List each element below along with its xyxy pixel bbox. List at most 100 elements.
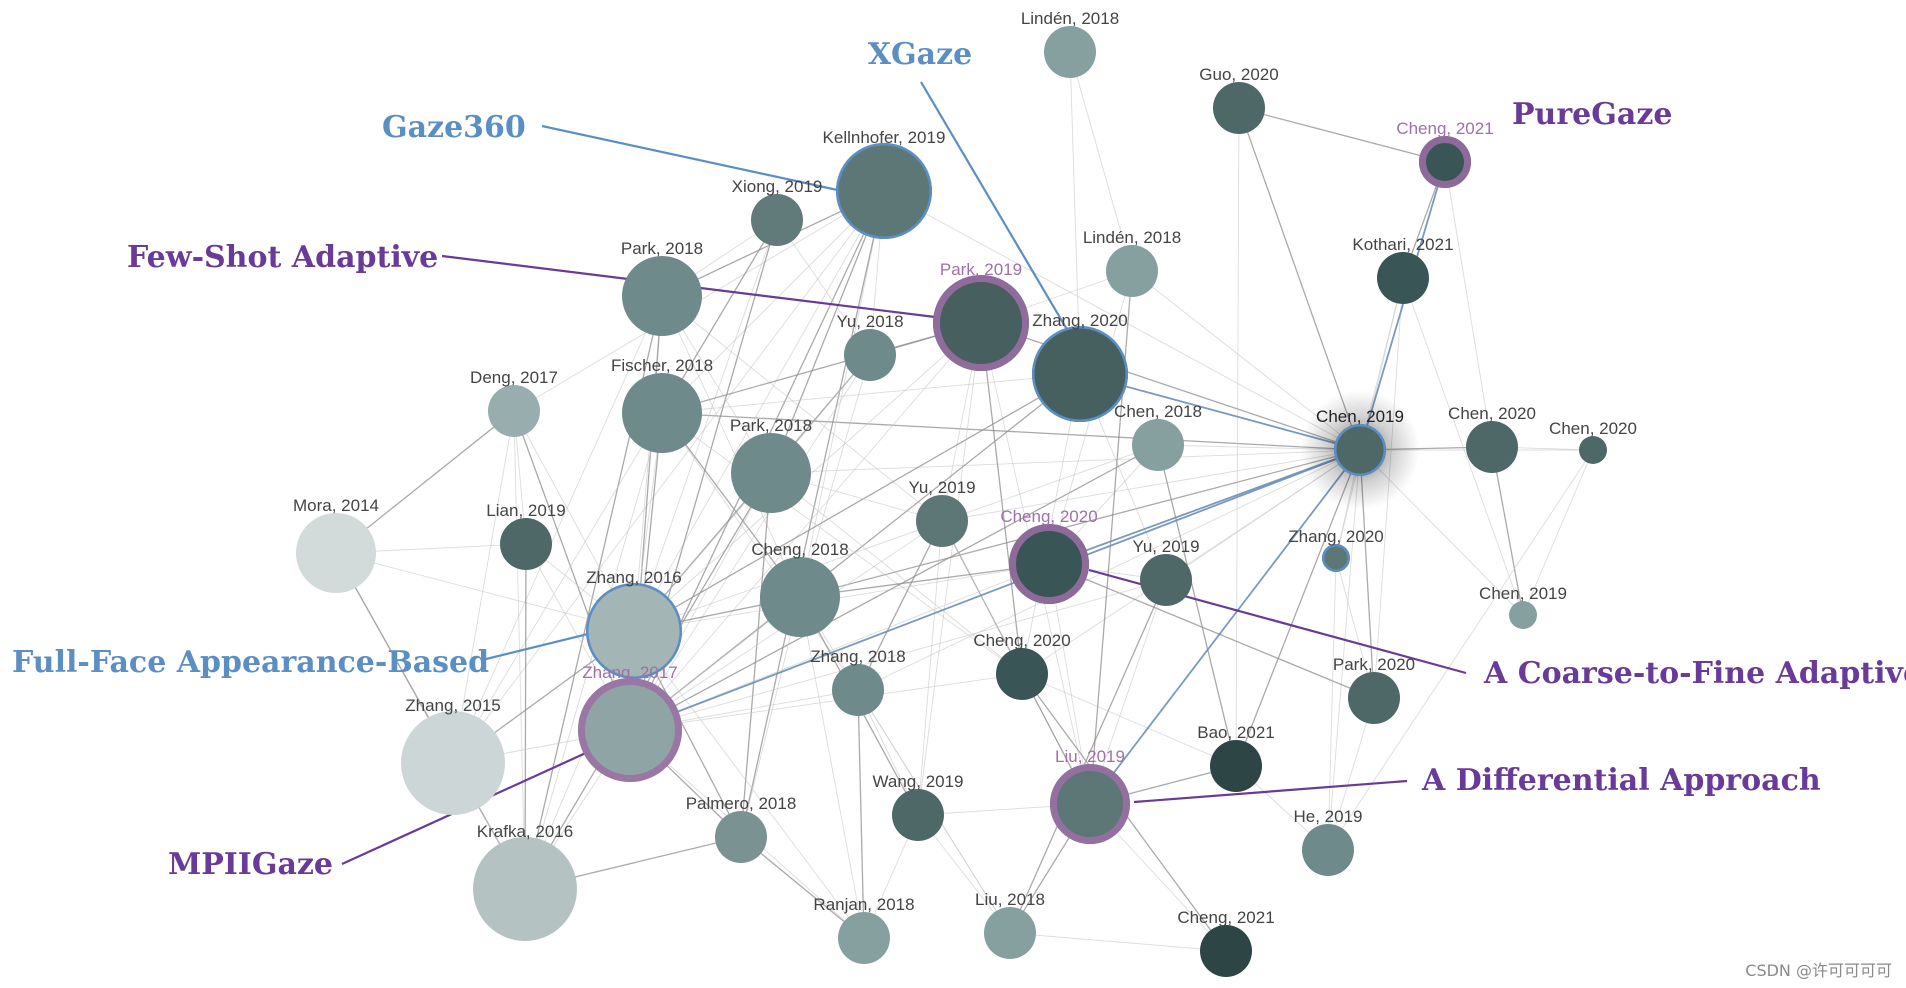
node-zhang2017[interactable] [578,678,682,782]
edge-line [524,472,772,890]
node-cheng2018[interactable] [760,557,840,637]
node-circle[interactable] [1348,672,1400,724]
edge-line [1021,373,1081,675]
node-palmero2018[interactable] [715,811,767,863]
node-cheng2021a[interactable] [1419,136,1471,188]
node-circle[interactable] [838,912,890,964]
node-cheng2020b[interactable] [996,648,1048,700]
node-fischer2018[interactable] [622,373,702,453]
edge-line [799,596,865,939]
node-linden2018b[interactable] [1106,245,1158,297]
node-cheng2021b[interactable] [1200,925,1252,977]
node-circle[interactable] [401,711,505,815]
edge-line [941,449,1361,522]
node-ring [1050,764,1130,844]
node-zhang2015[interactable] [401,711,505,815]
callout-label-xgaze: XGaze [868,37,972,72]
callout-label-mpiigaze: MPIIGaze [168,847,333,882]
edge-line [740,596,801,838]
node-circle[interactable] [1050,764,1130,844]
node-yu2018[interactable] [844,329,896,381]
node-lian2019[interactable] [500,518,552,570]
node-circle[interactable] [1509,601,1537,629]
node-circle[interactable] [760,557,840,637]
node-deng2017[interactable] [488,385,540,437]
node-circle[interactable] [1322,544,1350,572]
node-guo2020[interactable] [1213,82,1265,134]
node-circle[interactable] [751,194,803,246]
edge-line [661,295,801,598]
node-circle[interactable] [1579,436,1607,464]
node-circle[interactable] [836,143,932,239]
callout-label-differential: A Differential Approach [1421,763,1821,798]
node-circle[interactable] [1132,419,1184,471]
node-circle[interactable] [1466,421,1518,473]
node-circle[interactable] [984,907,1036,959]
node-circle[interactable] [1210,740,1262,792]
node-circle[interactable] [622,256,702,336]
node-park2019[interactable] [933,275,1029,371]
node-zhang2020a[interactable] [1032,326,1128,422]
node-park2020[interactable] [1348,672,1400,724]
node-chen2020a[interactable] [1466,421,1518,473]
node-chen2019b[interactable] [1509,601,1537,629]
node-cheng2020a[interactable] [1009,524,1089,604]
node-label: Park, 2018 [730,416,812,435]
node-circle[interactable] [622,373,702,453]
node-ranjan2018[interactable] [838,912,890,964]
node-circle[interactable] [1419,136,1471,188]
node-park2018b[interactable] [731,433,811,513]
node-krafka2016[interactable] [473,837,577,941]
node-circle[interactable] [892,789,944,841]
node-circle[interactable] [916,495,968,547]
edge-line [633,563,1050,632]
node-circle[interactable] [1106,245,1158,297]
node-kellnhofer2019[interactable] [836,143,932,239]
node-circle[interactable] [996,648,1048,700]
node-circle[interactable] [844,329,896,381]
edge-line [629,579,1167,731]
node-circle[interactable] [1302,824,1354,876]
node-circle[interactable] [1200,925,1252,977]
node-xiong2019[interactable] [751,194,803,246]
node-chen2018[interactable] [1132,419,1184,471]
node-circle[interactable] [1140,554,1192,606]
node-circle[interactable] [296,513,376,593]
node-wang2019[interactable] [892,789,944,841]
node-circle[interactable] [500,518,552,570]
node-circle[interactable] [1032,326,1128,422]
node-liu2019[interactable] [1050,764,1130,844]
node-circle[interactable] [578,678,682,782]
node-liu2018[interactable] [984,907,1036,959]
edge-line [917,520,943,816]
node-circle[interactable] [731,433,811,513]
node-circle[interactable] [832,664,884,716]
node-circle[interactable] [488,385,540,437]
node-circle[interactable] [1334,424,1386,476]
node-circle[interactable] [1213,82,1265,134]
node-zhang2020b[interactable] [1322,544,1350,572]
node-circle[interactable] [715,811,767,863]
node-chen2019a[interactable] [1300,390,1420,510]
node-park2018a[interactable] [622,256,702,336]
node-chen2020b[interactable] [1579,436,1607,464]
node-bao2021[interactable] [1210,740,1262,792]
node-circle[interactable] [1009,524,1089,604]
node-label: Zhang, 2020 [1032,311,1127,330]
callout-label-gaze360: Gaze360 [382,110,526,145]
node-circle[interactable] [1044,26,1096,78]
node-mora2014[interactable] [296,513,376,593]
node-circle[interactable] [473,837,577,941]
node-yu2019b[interactable] [1140,554,1192,606]
node-circle[interactable] [1377,252,1429,304]
node-he2019[interactable] [1302,824,1354,876]
node-zhang2016[interactable] [586,583,682,679]
node-zhang2018[interactable] [832,664,884,716]
node-circle[interactable] [586,583,682,679]
node-kothari2021[interactable] [1377,252,1429,304]
node-circle[interactable] [933,275,1029,371]
edge-line [661,322,982,414]
node-yu2019a[interactable] [916,495,968,547]
node-linden2018a[interactable] [1044,26,1096,78]
edge-line [1021,449,1361,675]
